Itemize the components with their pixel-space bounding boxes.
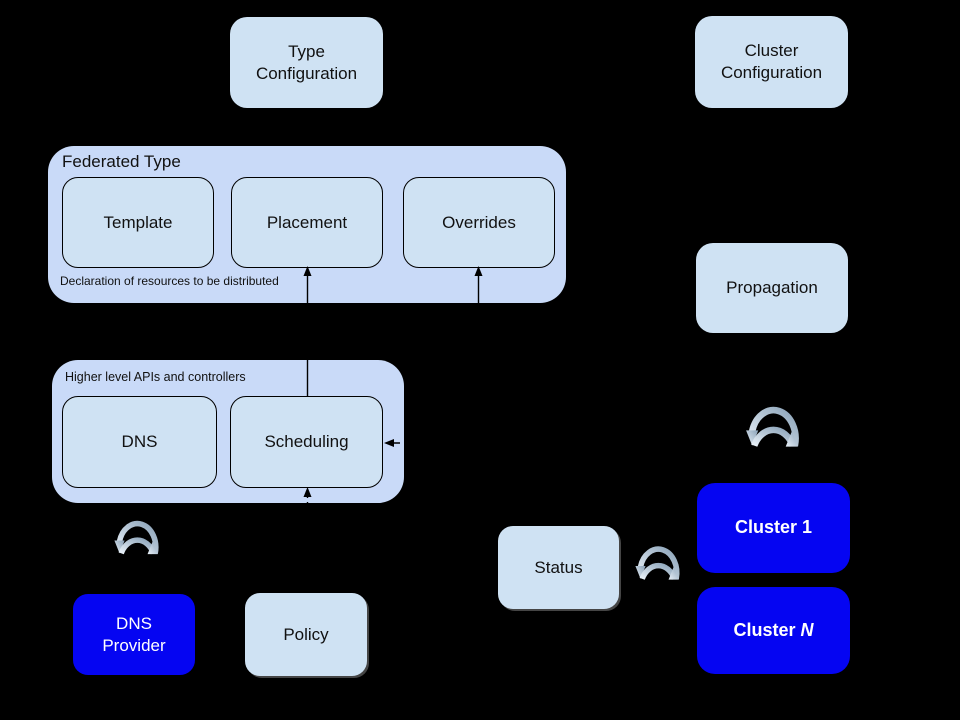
propagation-label: Propagation <box>726 278 818 298</box>
type-configuration-label: Type Configuration <box>255 41 358 83</box>
cluster-n-label-suffix: N <box>800 619 814 640</box>
placement-label: Placement <box>266 212 348 232</box>
cluster-configuration-label: Cluster Configuration <box>720 41 823 82</box>
cluster-n-box: Cluster N <box>697 587 850 674</box>
dns-provider-box: DNS Provider <box>73 594 195 675</box>
policy-label: Policy <box>283 624 329 644</box>
cluster-n-label-prefix: Cluster <box>733 619 801 640</box>
scheduling-label: Scheduling <box>264 432 349 452</box>
scheduling-box: Scheduling <box>230 396 383 488</box>
federated-type-group: Federated Type Template Placement Overri… <box>48 146 566 303</box>
federated-type-caption: Declaration of resources to be distribut… <box>60 274 279 288</box>
cluster-1-label: Cluster 1 <box>734 517 813 538</box>
dns-box: DNS <box>62 396 217 488</box>
federated-type-title: Federated Type <box>62 152 181 171</box>
cluster-n-label: Cluster N <box>733 619 813 642</box>
type-configuration-box: Type Configuration <box>230 17 383 108</box>
status-box: Status <box>498 526 619 609</box>
dns-provider-label: DNS Provider <box>102 613 166 655</box>
template-box: Template <box>62 177 214 268</box>
propagation-box: Propagation <box>696 243 848 333</box>
cluster-configuration-box: Cluster Configuration <box>695 16 848 108</box>
placement-box: Placement <box>231 177 383 268</box>
sync-icon <box>746 406 799 447</box>
overrides-label: Overrides <box>442 212 516 232</box>
template-label: Template <box>103 212 173 232</box>
cluster-1-box: Cluster 1 <box>697 483 850 573</box>
status-label: Status <box>534 557 583 577</box>
higher-level-apis-title: Higher level APIs and controllers <box>65 370 246 384</box>
sync-icon <box>114 520 159 555</box>
overrides-box: Overrides <box>403 177 555 268</box>
higher-level-apis-group: Higher level APIs and controllers DNS Sc… <box>52 360 404 503</box>
sync-icon <box>635 546 680 580</box>
dns-label: DNS <box>121 432 158 452</box>
policy-box: Policy <box>245 593 367 676</box>
